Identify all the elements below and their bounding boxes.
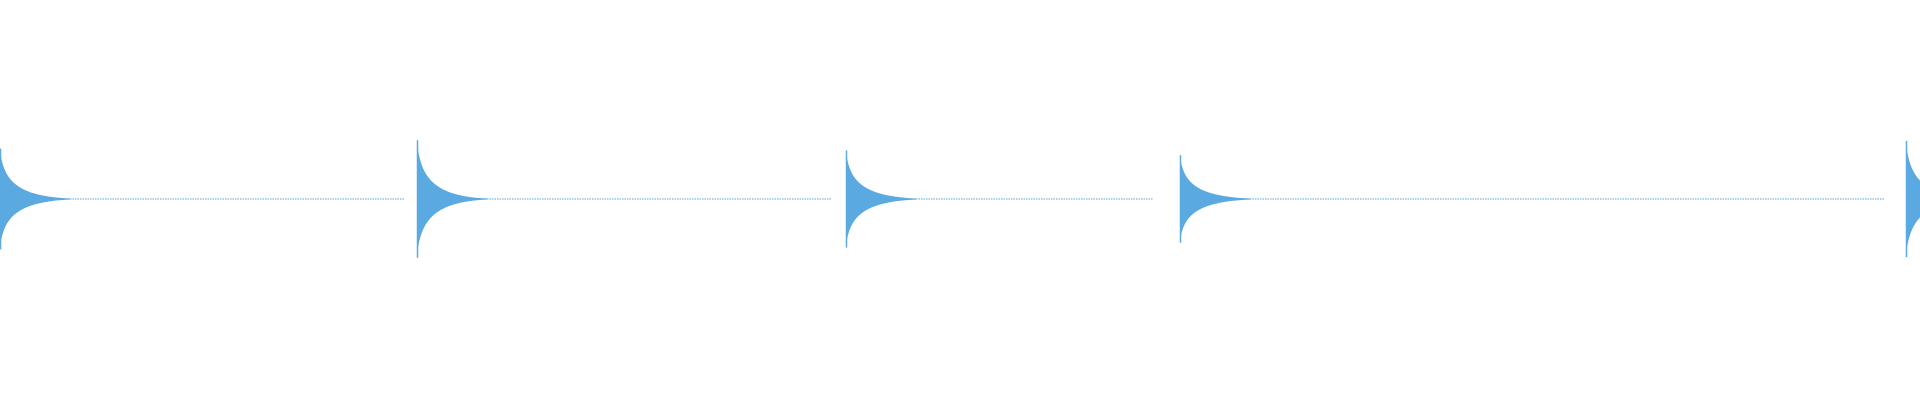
transient-5 xyxy=(1906,140,1920,258)
transient-4 xyxy=(1180,155,1250,243)
waveform-transients xyxy=(0,140,1920,258)
transient-1 xyxy=(0,148,70,250)
transient-2 xyxy=(417,140,487,258)
transient-3 xyxy=(846,150,916,248)
